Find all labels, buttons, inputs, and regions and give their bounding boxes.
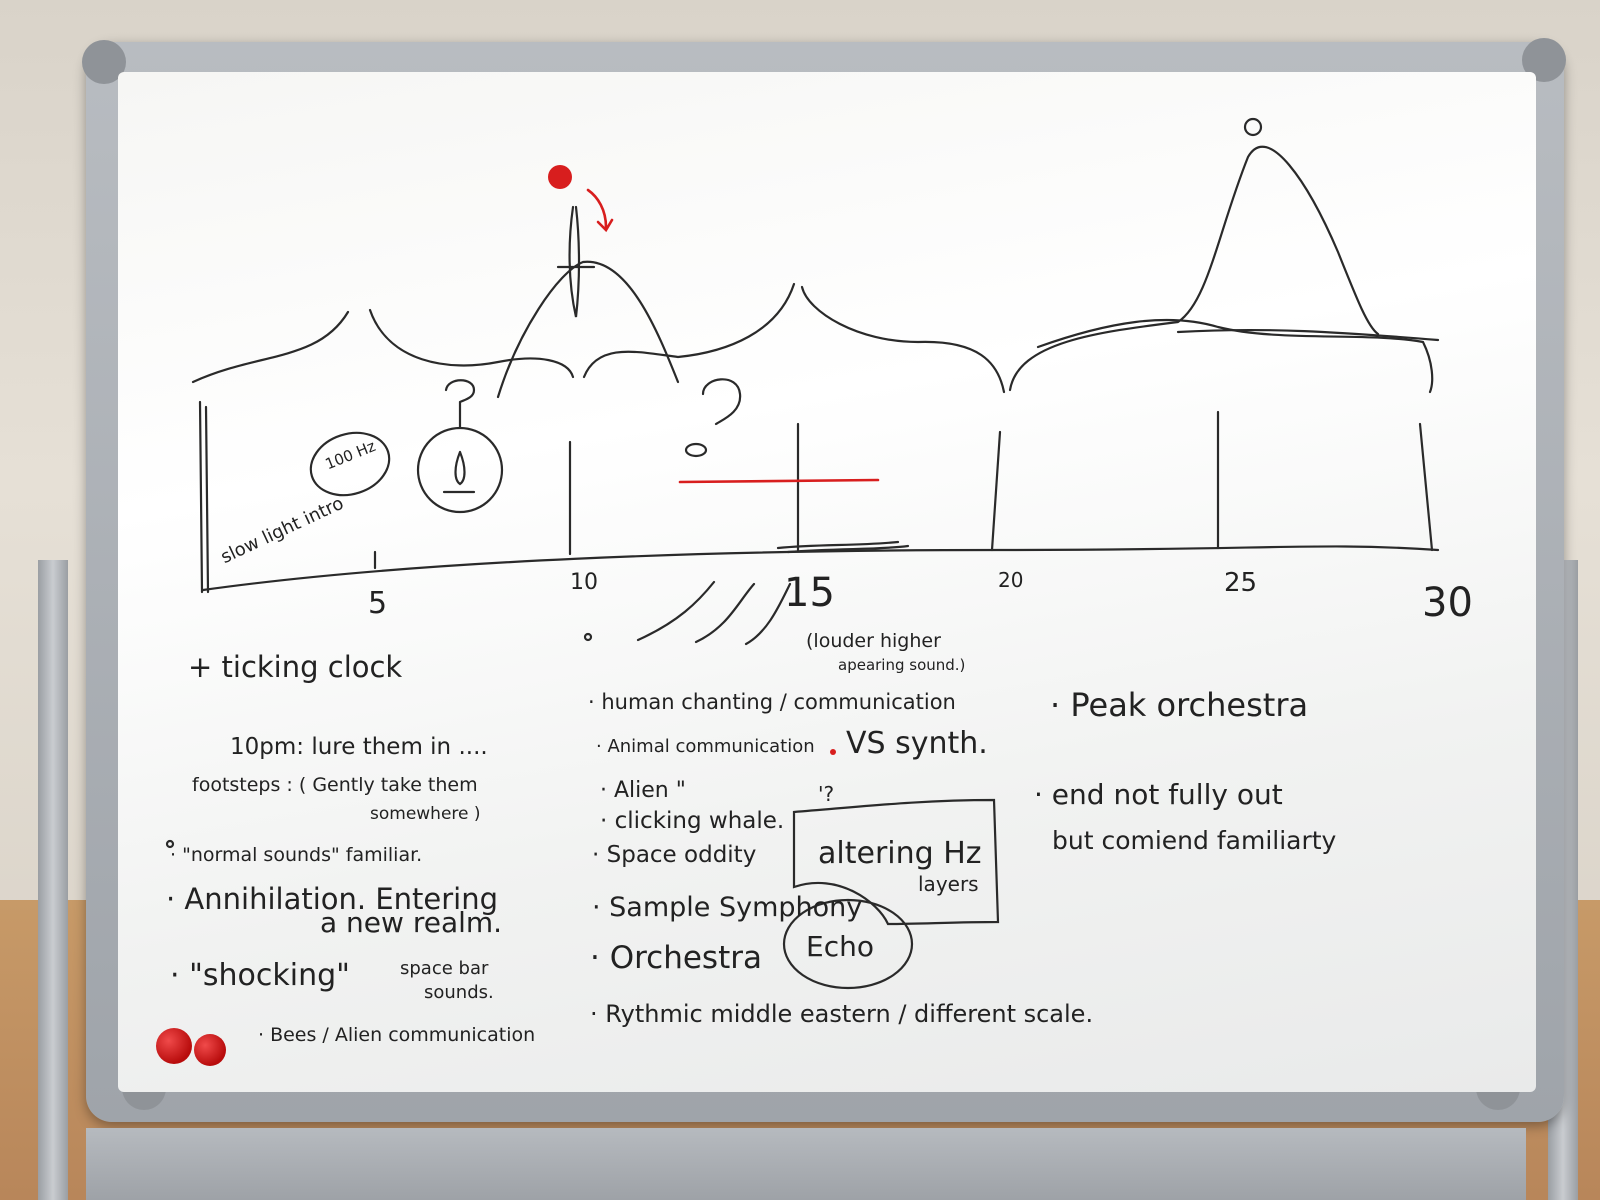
red-arrow: [586, 188, 614, 233]
note-item: 10pm: lure them in ....: [230, 734, 488, 760]
note-item: VS synth.: [846, 726, 988, 761]
red-dot-small: [830, 749, 836, 755]
note-item: · Alien ": [600, 778, 686, 803]
note-item: + ticking clock: [188, 650, 403, 684]
circled-note: Echo: [806, 930, 874, 963]
timeline-axis: [201, 545, 1440, 592]
bullet: [165, 839, 175, 849]
timeline-sketch: [165, 117, 1440, 990]
red-magnet[interactable]: [156, 1028, 192, 1064]
segment-marker: [204, 405, 210, 594]
note-item: · Animal communication: [596, 736, 815, 757]
sound-wave: [744, 582, 792, 646]
note-item: but comiend familiarty: [1052, 826, 1337, 855]
bullet: [583, 632, 593, 642]
note-item: · "shocking": [170, 958, 350, 993]
swirl: [684, 442, 708, 458]
sound-wave: [694, 582, 756, 644]
tick-label: 20: [998, 568, 1024, 592]
note-item: · Sample Symphony: [592, 892, 863, 923]
question-note: '?: [818, 782, 835, 806]
wave-segment: [1176, 328, 1440, 342]
segment-marker: [1418, 422, 1434, 552]
wave-segment: [1036, 318, 1434, 394]
tick-label: 15: [784, 570, 835, 616]
spike: [568, 205, 581, 318]
wave-segment: [368, 308, 575, 379]
note-item: · Peak orchestra: [1050, 686, 1309, 724]
echo-circle: [782, 898, 914, 990]
note-item: footsteps : ( Gently take them: [192, 774, 478, 796]
wave-segment: [800, 285, 1006, 394]
note-item: a new realm.: [320, 906, 503, 939]
tick-label: 10: [570, 570, 598, 595]
note-item: · Orchestra: [590, 940, 762, 976]
tick-label: 25: [1224, 568, 1258, 598]
hz-bubble: [309, 431, 391, 497]
clock-stem: [444, 379, 476, 429]
louder-label: (louder higher: [806, 630, 941, 652]
note-item: space bar: [400, 958, 489, 979]
note-item: · end not fully out: [1034, 778, 1283, 811]
note-item: · human chanting / communication: [588, 690, 956, 714]
red-line: [678, 478, 880, 484]
tick-label: 30: [1422, 580, 1473, 626]
wave-segment: [191, 310, 350, 384]
boxed-note: altering Hz: [818, 836, 982, 871]
peak-marker: [1243, 117, 1263, 137]
wave-segment: [582, 282, 796, 379]
note-item: · Space oddity: [592, 842, 757, 868]
note-item: · Bees / Alien communication: [258, 1024, 536, 1046]
segment-marker: [198, 400, 204, 594]
red-dot: [548, 165, 572, 189]
whiteboard-surface: [118, 72, 1536, 1092]
clock-drawing: [416, 426, 504, 514]
note-item: somewhere ): [370, 804, 481, 824]
question-shape: [701, 378, 742, 426]
boxed-note-2: layers: [918, 872, 979, 896]
clock-hand: [454, 450, 466, 486]
note-item: · clicking whale.: [600, 808, 785, 834]
red-magnet[interactable]: [194, 1034, 226, 1066]
sound-wave: [636, 580, 716, 642]
whiteboard-tray: [86, 1128, 1526, 1200]
segment-marker: [990, 430, 1002, 552]
note-item: sounds.: [424, 982, 494, 1003]
note-item: · "normal sounds" familiar.: [170, 844, 423, 866]
hz-box: [792, 798, 1000, 926]
stand-left-leg: [38, 560, 68, 1200]
wave-segment: [1008, 145, 1380, 392]
wave-segment: [496, 260, 680, 399]
note-item: · Annihilation. Entering: [166, 882, 499, 916]
scribble: [776, 540, 910, 554]
tick-label: 5: [368, 586, 388, 621]
louder-label-2: apearing sound.): [838, 656, 966, 674]
note-item: · Rythmic middle eastern / different sca…: [590, 1000, 1094, 1028]
